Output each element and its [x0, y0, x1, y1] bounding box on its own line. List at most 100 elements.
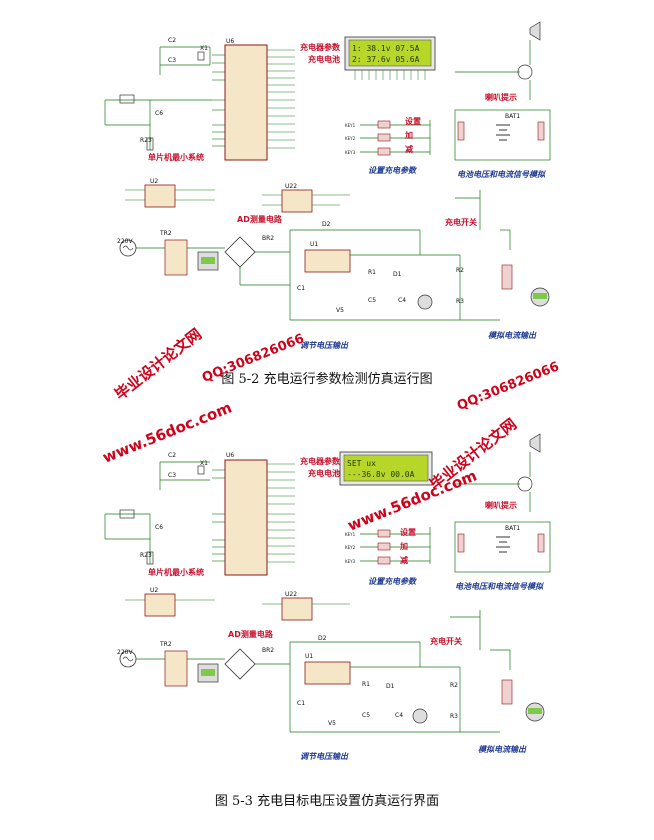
lcd-title-1: 充电器参数 — [300, 42, 341, 52]
r2-label: R2 — [456, 267, 464, 274]
key2-label-2: KEY2 — [345, 545, 356, 550]
btn-set-label-2: 设置 — [400, 527, 416, 537]
key-sub-button-2[interactable] — [377, 556, 391, 565]
x1-label: X1 — [200, 45, 208, 52]
key3-label: KEY3 — [345, 150, 356, 155]
c1-label: C1 — [297, 285, 305, 292]
d1-label-2: D1 — [386, 683, 395, 690]
speaker-label-2: 喇叭提示 — [485, 500, 517, 510]
ac-meter-1-display-2 — [201, 669, 215, 676]
btn-add-label-2: 加 — [399, 541, 408, 551]
ac-source-label: 220V — [117, 238, 133, 245]
power-wires — [136, 229, 500, 321]
figure-2-caption: 图 5-3 充电目标电压设置仿真运行界面 — [214, 794, 440, 809]
r1-label-2: R1 — [362, 681, 370, 688]
btn-set-label: 设置 — [405, 116, 421, 126]
ad-chip-u22 — [281, 189, 313, 213]
c3-label-2: C3 — [168, 472, 176, 479]
lcd-pins — [354, 70, 426, 80]
u6-label: U6 — [226, 38, 234, 45]
battery-pot-left[interactable] — [457, 121, 465, 141]
ad-wires — [125, 189, 350, 206]
lcd-title-2: 充电电池 — [308, 54, 340, 64]
key-add-button-2[interactable] — [377, 542, 391, 551]
charge-switch-label: 充电开关 — [445, 217, 477, 227]
c6-label-2: C6 — [155, 524, 163, 531]
lcd-title-2-2: 充电电池 — [308, 468, 340, 478]
lcd-line-2-2: ---36.8v 00.0A — [347, 470, 415, 479]
r1-label: R1 — [368, 269, 376, 276]
r3-label: R3 — [456, 298, 464, 305]
bridge-rectifier-br2-2 — [224, 648, 256, 680]
speaker-label: 喇叭提示 — [485, 92, 517, 102]
battery-pot-left-2[interactable] — [457, 533, 465, 553]
lcd-line-1: 1: 38.1v 07.5A — [352, 44, 420, 53]
voltmeter-out-2 — [412, 708, 428, 724]
mcu-block-label-2: 单片机最小系统 — [148, 567, 204, 577]
key-add-button[interactable] — [377, 133, 391, 142]
mcu-pins-2 — [212, 463, 295, 563]
bat1-label-2: BAT1 — [505, 525, 520, 532]
br2-label-2: BR2 — [262, 647, 274, 654]
key-set-button[interactable] — [377, 120, 391, 129]
c2-label-2: C2 — [168, 452, 176, 459]
key-circuit-2 — [360, 527, 431, 564]
battery-sim-label-2: 电池电压和电流信号模拟 — [455, 582, 544, 591]
r23-label: R23 — [140, 137, 152, 144]
key-set-button-2[interactable] — [377, 529, 391, 538]
ad-block-label-2: AD测量电路 — [228, 629, 274, 639]
lcd-screen — [348, 39, 432, 67]
key2-label: KEY2 — [345, 136, 356, 141]
u1-label-2: U1 — [305, 653, 313, 660]
br2-label: BR2 — [262, 235, 274, 242]
reset-circuit — [104, 94, 212, 151]
battery-sim-box-2 — [454, 521, 551, 573]
btn-sub-label-2: 减 — [400, 555, 408, 565]
current-pot-2[interactable] — [501, 679, 513, 705]
voltmeter-out — [417, 294, 433, 310]
sim-current-label-2: 模拟电流输出 — [478, 745, 527, 754]
r23-label-2: R23 — [140, 552, 152, 559]
sim-current-label: 模拟电流输出 — [488, 331, 537, 340]
charge-switch-circuit-2 — [450, 610, 511, 670]
btn-sub-label: 减 — [405, 144, 413, 154]
c4-label: C4 — [398, 297, 406, 304]
battery-symbol-2 — [496, 536, 510, 553]
transformer-tr2-2 — [164, 650, 188, 687]
battery-pot-right[interactable] — [537, 121, 545, 141]
lcd-screen-2 — [343, 454, 429, 482]
mcu-block-label: 单片机最小系统 — [148, 152, 204, 162]
lcd-line-1-2: SET ux — [347, 459, 376, 468]
ac-source-label-2: 220V — [117, 649, 133, 656]
battery-sim-label: 电池电压和电流信号模拟 — [457, 170, 546, 179]
battery-pot-right-2[interactable] — [537, 533, 545, 553]
mcu-chip-u6 — [224, 44, 268, 161]
key3-label-2: KEY3 — [345, 559, 356, 564]
set-params-label: 设置充电参数 — [368, 166, 418, 175]
r2-label-2: R2 — [450, 682, 458, 689]
battery-symbol — [496, 124, 510, 141]
c2-label: C2 — [168, 37, 176, 44]
c1-label-2: C1 — [297, 700, 305, 707]
d2-label: D2 — [322, 221, 331, 228]
v5-label-2: V5 — [328, 720, 336, 727]
regulator-u1 — [304, 249, 351, 273]
regulator-u1-2 — [304, 661, 351, 685]
ad-chip-u22-2 — [281, 597, 313, 621]
btn-add-label: 加 — [404, 130, 413, 140]
v5-label: V5 — [336, 307, 344, 314]
ac-wave-icon-2 — [122, 656, 134, 662]
ad-chip-u2 — [144, 184, 176, 208]
r3-label-2: R3 — [450, 713, 458, 720]
tr2-label: TR2 — [159, 230, 172, 237]
reset-circuit-2 — [104, 509, 154, 565]
key-sub-button[interactable] — [377, 147, 391, 156]
figure-1-caption: 图 5-2 充电运行参数检测仿真运行图 — [221, 372, 433, 387]
figure-1: U6 C2 C3 X1 — [104, 21, 551, 350]
power-wires-2 — [136, 641, 500, 733]
mcu-pins — [212, 49, 295, 149]
current-pot[interactable] — [501, 264, 513, 290]
c5-label-2: C5 — [362, 712, 370, 719]
speaker-icon — [529, 21, 541, 41]
figure-1-schematic: U6 C2 C3 X1 — [104, 21, 551, 350]
